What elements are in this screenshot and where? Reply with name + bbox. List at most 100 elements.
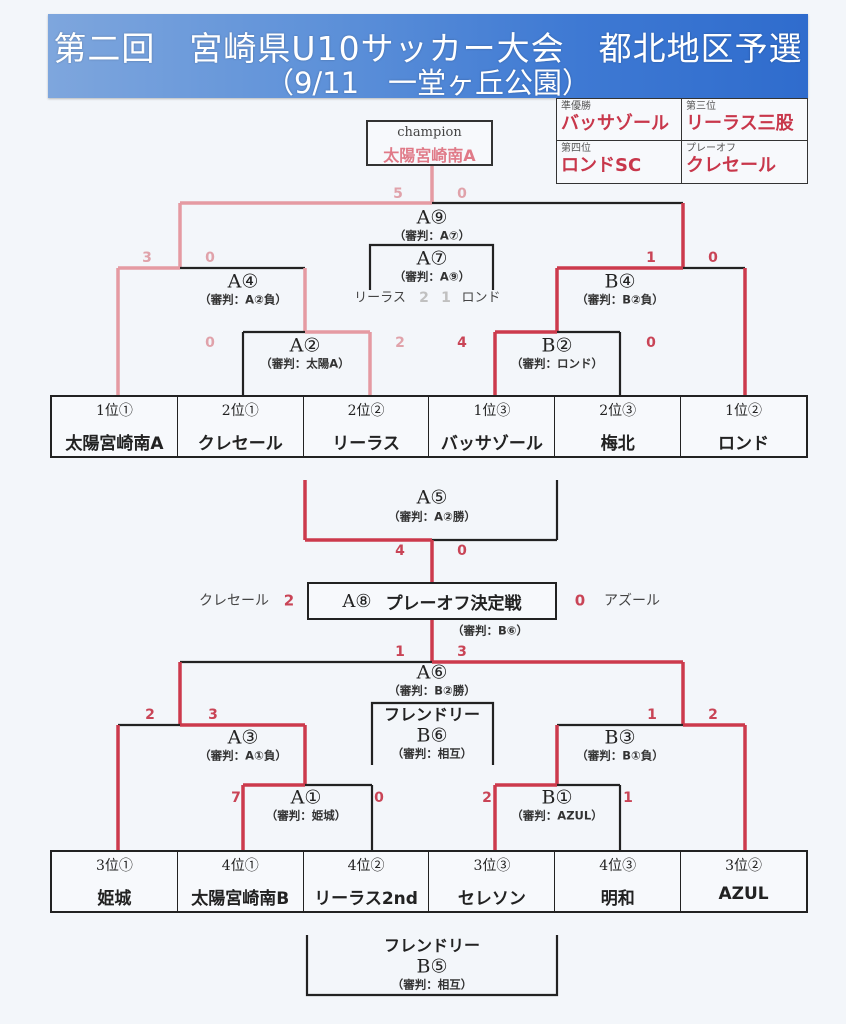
team-name: セレソン: [457, 889, 526, 909]
team-seed: 3位①: [95, 858, 133, 874]
bracket-line: [368, 243, 495, 290]
a3-match-id: A③: [227, 726, 259, 749]
a4-match-id: A④: [227, 270, 259, 293]
b1-referee: （審判：AZUL）: [511, 808, 603, 823]
team-cell: 4位② リーラス2nd: [302, 852, 429, 911]
team-cell: 3位① 姫城: [52, 852, 177, 911]
match-b4-lines: [555, 266, 747, 395]
b2-referee: （審判：ロンド）: [511, 356, 603, 371]
a5-referee: （審判：A②勝）: [388, 509, 476, 524]
a4-score-right: 0: [205, 250, 215, 266]
team-name: AZUL: [718, 884, 769, 904]
a5-score-left: 4: [395, 543, 405, 559]
a6-referee: （審判：B②勝）: [388, 683, 476, 698]
a1-score-right: 0: [374, 790, 384, 806]
team-cell: 4位③ 明和: [554, 852, 680, 911]
match-a3-lines: [116, 723, 307, 850]
a3-score-right: 3: [208, 707, 218, 723]
a7-match-id: A⑦: [416, 247, 448, 270]
team-seed: 2位②: [347, 403, 385, 419]
b3-match-id: B③: [604, 726, 636, 749]
a9-match-id: A⑨: [416, 206, 448, 229]
team-seed: 1位③: [473, 403, 511, 419]
result-label: 第四位: [561, 143, 591, 154]
champion-label: champion: [397, 125, 462, 140]
team-seed: 1位①: [95, 403, 133, 419]
team-seed: 4位②: [347, 858, 385, 874]
match-a4-lines: [116, 266, 307, 395]
result-playoff: プレーオフ クレセール: [682, 141, 807, 183]
a9-score-right: 0: [457, 186, 467, 202]
result-label: 準優勝: [561, 101, 591, 112]
team-name: 姫城: [97, 889, 132, 909]
result-fourth: 第四位 ロンドSC: [557, 141, 682, 183]
b5-referee: （審判：相互）: [391, 977, 473, 992]
page-subtitle: （9/11 一堂ヶ丘公園）: [264, 66, 592, 100]
result-team: クレセール: [686, 155, 776, 176]
result-team: バッサゾール: [561, 113, 669, 134]
match-b1-lines: [493, 783, 622, 850]
b4-score-left: 1: [646, 250, 656, 266]
team-seed: 4位①: [221, 858, 259, 874]
a8-referee: （審判：B⑥）: [451, 623, 529, 638]
team-name: 太陽宮崎南A: [65, 434, 164, 454]
result-label: 第三位: [686, 101, 716, 112]
a6-score-left: 1: [395, 644, 405, 660]
b1-score-left: 2: [482, 790, 492, 806]
match-a7-lines: [368, 243, 495, 290]
a5-match-id: A⑤: [416, 486, 448, 509]
team-seed: 3位③: [473, 858, 511, 874]
team-cell: 1位② ロンド: [680, 397, 806, 456]
team-name: リーラス: [332, 434, 400, 454]
team-cell: 1位③ バッサゾール: [428, 397, 554, 456]
b3-score-right: 2: [708, 707, 718, 723]
b6-friendly-title: フレンドリー: [383, 705, 481, 724]
team-seed: 4位③: [599, 858, 637, 874]
a7-referee: （審判：A⑨）: [393, 269, 471, 284]
a2-referee: （審判：太陽A）: [260, 356, 350, 371]
a9-score-left: 5: [393, 186, 403, 202]
a3-score-left: 2: [145, 707, 155, 723]
team-name: 明和: [600, 889, 635, 909]
a7-team-right: ロンド: [461, 290, 501, 306]
a8-score-left: 2: [283, 591, 295, 610]
a1-score-left: 7: [231, 790, 241, 806]
result-team: ロンドSC: [561, 155, 642, 176]
b5-match-id: B⑤: [416, 955, 448, 978]
a4-score-left: 3: [142, 250, 152, 266]
a8-title: プレーオフ決定戦: [385, 593, 522, 614]
team-cell: 2位③ 梅北: [554, 397, 680, 456]
final-a9-lines: [178, 166, 685, 268]
team-seed: 1位②: [725, 403, 763, 419]
champion-team: 太陽宮崎南A: [383, 146, 476, 165]
b3-referee: （審判：B①負）: [576, 748, 664, 763]
title-banner: 第二回 宮崎県U10サッカー大会 都北地区予選 （9/11 一堂ヶ丘公園）: [48, 14, 808, 100]
b1-match-id: B①: [541, 786, 573, 809]
team-name: リーラス2nd: [314, 889, 418, 909]
b5-friendly-title: フレンドリー: [383, 936, 481, 955]
team-seed: 2位①: [221, 403, 259, 419]
team-name: 梅北: [600, 434, 635, 454]
a2-score-left: 0: [205, 335, 215, 351]
a8-match-id: A⑧: [342, 590, 372, 612]
b6-referee: （審判：相互）: [391, 746, 473, 761]
team-cell: 1位① 太陽宮崎南A: [52, 397, 177, 456]
a1-match-id: A①: [290, 786, 322, 809]
b6-match-id: B⑥: [416, 724, 448, 747]
team-name: ロンド: [718, 434, 770, 454]
a4-referee: （審判：A②負）: [199, 292, 287, 307]
a7-score-right: 1: [441, 290, 451, 306]
a6-score-right: 3: [457, 644, 467, 660]
a8-team-right: アズール: [604, 593, 660, 609]
b4-score-right: 0: [708, 250, 718, 266]
team-seed: 2位③: [599, 403, 637, 419]
team-name: バッサゾール: [440, 434, 543, 454]
playoff-a8-box: A⑧ プレーオフ決定戦: [307, 582, 557, 620]
result-team: リーラス三股: [686, 113, 794, 134]
b1-score-right: 1: [623, 790, 633, 806]
